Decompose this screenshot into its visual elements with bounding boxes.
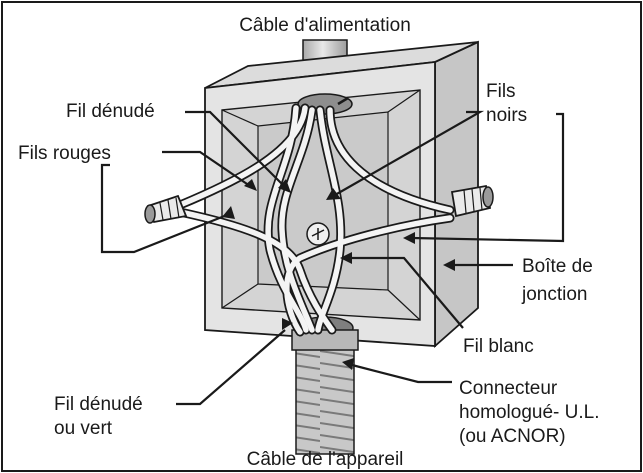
wires xyxy=(175,103,455,337)
label-bare-green-line1: Fil dénudé xyxy=(54,394,143,415)
arrowheads xyxy=(222,179,455,370)
label-red-wires: Fils rouges xyxy=(18,143,111,164)
wire-nut-right xyxy=(450,184,494,218)
leader-lines xyxy=(100,110,565,406)
label-junction-box-line1: Boîte de xyxy=(522,256,593,277)
label-junction-box-line2: jonction xyxy=(521,284,588,305)
label-bare-green-line2: ou vert xyxy=(54,418,113,439)
label-connector-line3: (ou ACNOR) xyxy=(459,426,566,447)
label-black-wires-line2: noirs xyxy=(486,105,527,126)
label-bare-wire: Fil dénudé xyxy=(66,101,155,122)
label-connector-line1: Connecteur xyxy=(459,378,558,399)
label-black-wires-line1: Fils xyxy=(486,81,516,102)
label-white-wire: Fil blanc xyxy=(463,336,534,357)
label-power-cable: Câble d'alimentation xyxy=(239,15,411,36)
label-connector-line2: homologué- U.L. xyxy=(459,402,599,423)
label-fixture-cable: Câble de l'appareil xyxy=(247,449,404,470)
junction-box xyxy=(204,40,479,348)
fixture-cable-bottom xyxy=(291,329,359,455)
wire-nut-left xyxy=(144,194,188,224)
